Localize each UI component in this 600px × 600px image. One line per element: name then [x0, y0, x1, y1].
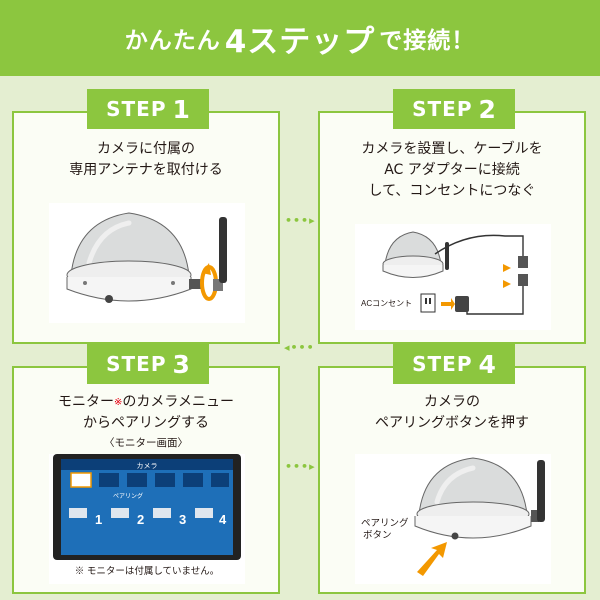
- step-3-desc-pre: モニター: [58, 394, 114, 410]
- step-3-card: STEP 3 モニター※のカメラメニュー からペアリングする 〈モニター画面〉 …: [12, 344, 280, 594]
- step-4-image: ペアリング ボタン: [355, 454, 551, 584]
- outlet-icon: [420, 293, 436, 313]
- step-2-description: カメラを設置し、ケーブルを AC アダプターに接続 して、コンセントにつなぐ: [320, 139, 584, 202]
- step-3-tab-number: 3: [172, 349, 190, 379]
- step-2-tab: STEP 2: [393, 89, 515, 129]
- pairing-button-illustration: ペアリング ボタン: [361, 457, 545, 576]
- channel-label: 4: [219, 512, 227, 527]
- step-4-description: カメラの ペアリングボタンを押す: [320, 392, 584, 434]
- flow-arrow-right-icon: •••▸: [285, 214, 316, 227]
- channel-label: 3: [179, 512, 186, 527]
- step-3-image: カメラ ペアリング 1 2 3 4 ※ モニターは付属し: [49, 454, 245, 584]
- flow-arrow-right-icon: •••▸: [285, 460, 316, 473]
- step-1-card: STEP 1 カメラに付属の 専用アンテナを取付ける: [12, 89, 280, 344]
- step-4-desc-line: カメラの: [424, 394, 480, 410]
- header-title-pre: かんたん: [124, 28, 221, 54]
- step-1-description: カメラに付属の 専用アンテナを取付ける: [14, 139, 278, 181]
- pairing-button-hole: [105, 295, 113, 303]
- step-1-tab-word: STEP: [106, 97, 167, 121]
- monitor-not-included-note: ※ モニターは付属していません。: [75, 566, 220, 577]
- antenna-icon: [219, 217, 227, 283]
- ac-adapter-icon: [455, 296, 469, 312]
- monitor-caption: 〈モニター画面〉: [104, 437, 188, 449]
- step-3-desc-mark: ※: [114, 397, 123, 408]
- pairing-button-label: ペアリング: [361, 517, 409, 529]
- step-3-desc-line: からペアリングする: [83, 415, 209, 431]
- step-2-image: ACコンセント: [355, 224, 551, 330]
- step-2-tab-number: 2: [478, 94, 496, 124]
- ac-outlet-label: ACコンセント: [361, 299, 412, 308]
- step-3-tab-word: STEP: [106, 352, 167, 376]
- pairing-button: [451, 532, 459, 540]
- cable-connection-illustration: ACコンセント: [361, 231, 528, 315]
- steps-area: STEP 1 カメラに付属の 専用アンテナを取付ける: [0, 76, 600, 600]
- step-4-tab: STEP 4: [393, 344, 515, 384]
- step-1-tab: STEP 1: [87, 89, 209, 129]
- channel-label: 1: [95, 512, 102, 527]
- header-banner: かんたん 4ステップ で接続！: [0, 0, 600, 76]
- step-2-tab-word: STEP: [412, 97, 473, 121]
- step-3-desc-post: のカメラメニュー: [122, 394, 234, 410]
- step-4-desc-line: ペアリングボタンを押す: [375, 415, 529, 431]
- step-2-card: STEP 2 カメラを設置し、ケーブルを AC アダプターに接続 して、コンセン…: [318, 89, 586, 344]
- monitor-screen-illustration: カメラ ペアリング 1 2 3 4 ※ モニターは付属し: [53, 454, 241, 577]
- channel-label: 2: [137, 512, 144, 527]
- screen-title: カメラ: [137, 462, 158, 470]
- step-2-desc-line: AC アダプターに接続: [384, 162, 520, 178]
- step-3-description: モニター※のカメラメニュー からペアリングする: [14, 392, 278, 434]
- channel-row: 1 2 3 4: [69, 508, 227, 527]
- step-1-desc-line: カメラに付属の: [97, 141, 195, 157]
- step-2-desc-line: して、コンセントにつなぐ: [368, 183, 536, 199]
- antenna-icon: [537, 460, 545, 522]
- step-1-image: [49, 203, 245, 323]
- step-2-desc-line: カメラを設置し、ケーブルを: [361, 141, 543, 157]
- antenna-icon: [445, 242, 449, 270]
- step-1-tab-number: 1: [172, 94, 190, 124]
- header-title-steps: 4ステップ: [224, 23, 376, 60]
- step-4-tab-word: STEP: [412, 352, 473, 376]
- screen-subtitle: ペアリング: [113, 492, 143, 500]
- step-1-desc-line: 専用アンテナを取付ける: [69, 162, 223, 178]
- step-3-desc-line: モニター※のカメラメニュー: [14, 392, 278, 413]
- header-title-post: で接続！: [379, 28, 476, 54]
- pairing-menu-icon: [70, 472, 92, 488]
- flow-arrow-down-left-icon: ◂•••: [284, 341, 315, 354]
- camera-antenna-illustration: [66, 212, 227, 303]
- step-3-tab: STEP 3: [87, 344, 209, 384]
- pairing-button-label: ボタン: [363, 530, 392, 541]
- step-4-tab-number: 4: [478, 349, 496, 379]
- step-4-card: STEP 4 カメラの ペアリングボタンを押す ペアリング ボタン: [318, 344, 586, 594]
- press-arrow-icon: [417, 542, 447, 576]
